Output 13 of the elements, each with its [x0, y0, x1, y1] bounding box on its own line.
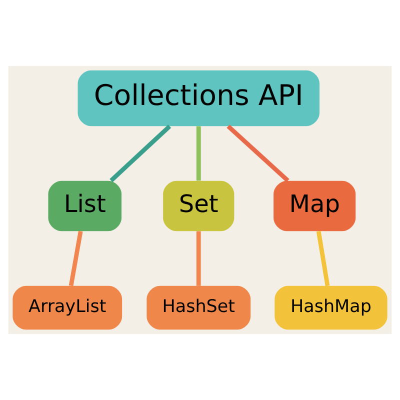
- node-box: HashSet: [146, 286, 251, 330]
- node-box: ArrayList: [12, 286, 122, 330]
- node-box: HashMap: [274, 286, 388, 330]
- connector: [110, 124, 172, 182]
- connector: [196, 126, 201, 181]
- node-box: List: [48, 180, 122, 232]
- node-box: Collections API: [78, 70, 320, 126]
- node-box: Set: [163, 180, 234, 232]
- connector: [226, 124, 290, 182]
- node-box: Map: [274, 180, 356, 232]
- connector: [196, 231, 201, 286]
- connector: [316, 230, 330, 286]
- connector: [68, 230, 83, 286]
